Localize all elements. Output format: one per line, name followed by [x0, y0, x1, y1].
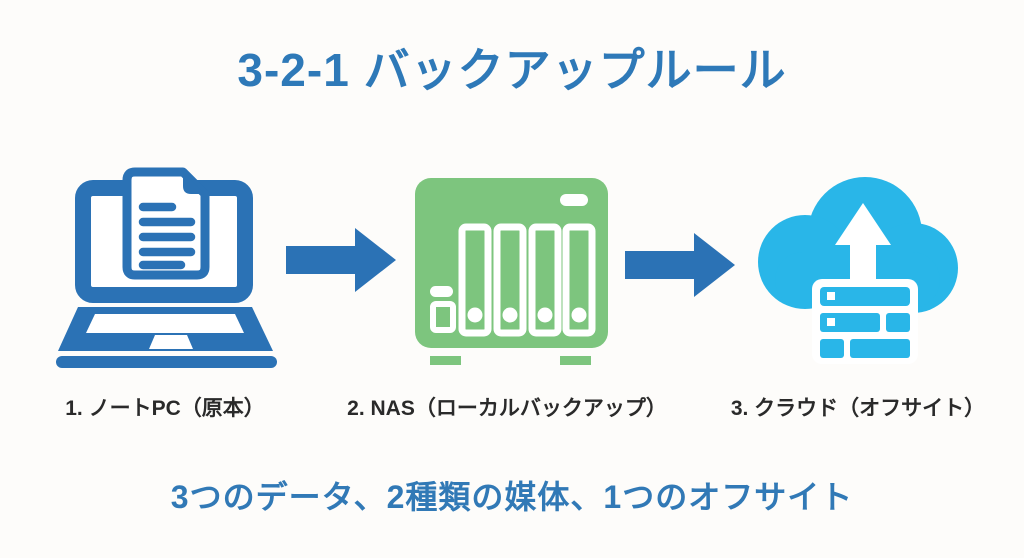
nas-icon	[413, 177, 613, 367]
arrow-right-icon	[286, 228, 396, 292]
footer-slogan: 3つのデータ、2種類の媒体、1つのオフサイト	[170, 479, 854, 515]
node-label-nas: 2. NAS（ローカルバックアップ）	[347, 397, 667, 420]
node-label-cloud: 3. クラウド（オフサイト）	[730, 397, 986, 420]
cloud-upload-server-icon	[750, 172, 964, 370]
arrow-right-icon	[625, 233, 735, 297]
laptop-document-icon	[55, 165, 285, 370]
page-title: 3-2-1 バックアップルール	[237, 44, 787, 96]
node-label-laptop: 1. ノートPC（原本）	[65, 397, 265, 420]
